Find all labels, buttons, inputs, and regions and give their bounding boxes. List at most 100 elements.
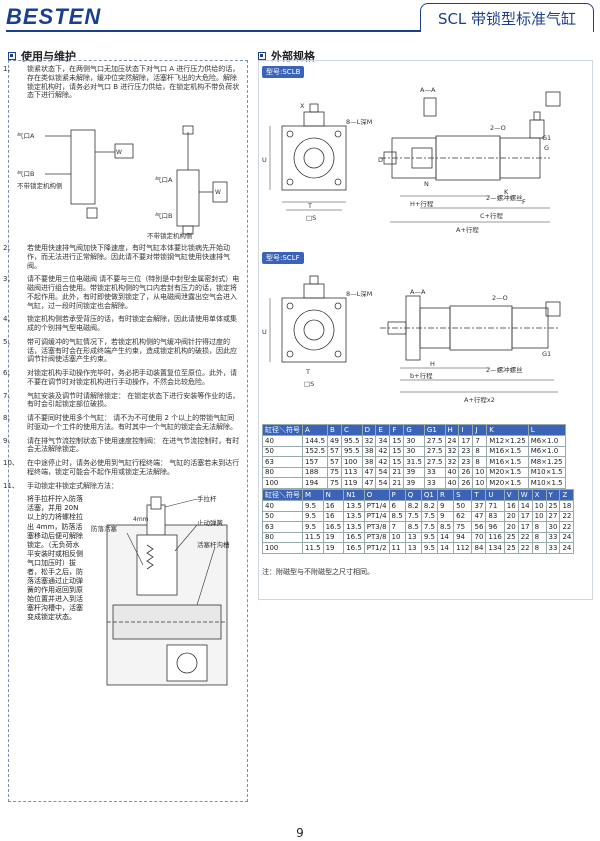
- table-cell: PT1/2: [363, 542, 390, 554]
- table-cell: 32: [444, 445, 460, 457]
- table-header-cell: Q: [404, 489, 422, 501]
- table-header-cell: L: [527, 424, 566, 436]
- table-cell: 96: [485, 521, 505, 533]
- table-cell: 7.5: [420, 510, 438, 522]
- manual-release-block: 将手拉杆拧入防落活塞，并用 20N 以上的力将螺栓拉出 4mm，防落活塞移动后便…: [15, 495, 241, 695]
- brand-logo: BESTEN: [6, 4, 102, 29]
- table-header-cell: O: [363, 489, 390, 501]
- table-cell: 11: [388, 542, 406, 554]
- table-cell: 40: [262, 435, 303, 447]
- table-cell: 80: [262, 531, 303, 543]
- usage-notes-panel: 1、锁紧状态下，在两侧气口无加压状态下对气口 A 进行压力供给的话，存在类似锁紧…: [3, 60, 248, 802]
- port-a-label-2: 气口A: [155, 175, 173, 184]
- header-rule: [6, 30, 594, 32]
- table-cell: 40: [444, 466, 460, 478]
- table-cell: 13: [404, 531, 422, 543]
- table-cell: 15: [389, 445, 405, 457]
- table-header-cell: S: [453, 489, 473, 501]
- note-item: 4、锁定机构侧若承受背压的话，有时锁定会解除，因此请使用单体或集成的个别排气型电…: [3, 315, 237, 332]
- table-header-cell: P: [388, 489, 406, 501]
- table-cell: 25: [503, 531, 519, 543]
- table-cell: 8: [531, 531, 547, 543]
- table-cell: 47: [361, 477, 377, 489]
- table-cell: M8×1.25: [527, 456, 566, 468]
- table-cell: 21: [389, 466, 405, 478]
- table-cell: 30: [403, 435, 425, 447]
- table-cell: 10: [472, 466, 488, 478]
- table-cell: 24: [559, 542, 575, 554]
- handle-label: 手拉杆: [197, 495, 217, 503]
- table-cell: PT1/4: [363, 500, 390, 512]
- table-cell: 17: [458, 435, 474, 447]
- table-cell: 9: [436, 500, 455, 512]
- table-cell: 10: [531, 500, 547, 512]
- table-header-cell: G: [403, 424, 425, 436]
- dim-u-label: U: [262, 156, 267, 164]
- table-cell: 22: [517, 531, 533, 543]
- section-title: 外部规格: [271, 50, 315, 63]
- stop-spring-label: 止动弹簧: [197, 518, 224, 527]
- specs-panel: [258, 60, 593, 600]
- table-cell: 27: [545, 510, 561, 522]
- dim-g1-label: G1: [542, 134, 551, 142]
- table-cell: 9.5: [302, 521, 324, 533]
- table-cell: 42: [375, 445, 391, 457]
- aa-label-f: A—A: [410, 288, 426, 296]
- table-cell: 9.5: [302, 500, 324, 512]
- table-cell: 70: [471, 531, 487, 543]
- table-cell: 50: [262, 510, 303, 522]
- table-cell: 33: [423, 466, 446, 478]
- dim-u-label-f: U: [262, 328, 267, 336]
- table-cell: 27.5: [423, 435, 446, 447]
- table-cell: M6×1.0: [527, 445, 566, 457]
- table-cell: 8: [472, 456, 488, 468]
- table-cell: 54: [375, 466, 391, 478]
- no-lock-label-2: 不带锁定机构侧: [147, 231, 193, 240]
- note-item: 1、锁紧状态下，在两侧气口无加压状态下对气口 A 进行压力供给的话，存在类似锁紧…: [3, 65, 240, 100]
- table-cell: 33: [545, 531, 561, 543]
- aa-label-b: A—A: [420, 86, 436, 94]
- lock-release-diagram: 气口A 气口B 不带锁定机构侧 气口A 气口B 不带锁定机构侧 W W: [17, 125, 228, 240]
- table-cell: 33: [423, 477, 446, 489]
- table-cell: 112: [453, 542, 473, 554]
- table-cell: 15: [389, 435, 405, 447]
- page-number: 9: [296, 826, 304, 840]
- dim-s-label-f: □S: [304, 380, 314, 388]
- w-label-2: W: [215, 189, 221, 196]
- table-cell: 8.5: [436, 521, 455, 533]
- table-cell: 11.5: [302, 542, 324, 554]
- dim-s-label: □S: [306, 214, 316, 222]
- manual-release-section-drawing: 手拉杆 止动弹簧 防落活塞 活塞杆沟槽 4mm: [91, 495, 230, 686]
- h-stroke-label: H+行程: [410, 199, 434, 208]
- dim-k-label: K: [504, 188, 509, 196]
- table-cell: 116: [485, 531, 505, 543]
- note-item: 9、请在排气节流控制状态下使用速度控制阀： 在进气节流控制时，有时会无法解除锁定…: [3, 436, 240, 454]
- note-item: 10、在中途停止时，请务必使用到气缸行程终端： 气缸的活塞若未到达行程终端，锁定…: [3, 459, 240, 476]
- table-cell: 38: [361, 456, 377, 468]
- table-cell: 100: [262, 477, 303, 489]
- table-cell: 38: [361, 445, 377, 457]
- note-item: 6、对锁定机构手动操作完毕时，务必把手动装置复位至原位。此外，请不要在调节时对锁…: [3, 369, 237, 386]
- table-cell: 75: [453, 521, 473, 533]
- table-cell: 16.5: [322, 521, 345, 533]
- dim-g1-label-f: G1: [542, 350, 551, 358]
- table-cell: PT3/8: [363, 521, 390, 533]
- note-item: 3、请不要使用三位电磁阀 请不要与三位（特别是中封型金属密封式）电磁阀进行组合使…: [3, 275, 240, 310]
- table-cell: 47: [361, 466, 377, 478]
- table-cell: 113: [340, 466, 363, 478]
- dim-g-label: G: [544, 144, 549, 152]
- table-cell: 42: [375, 456, 391, 468]
- table-cell: 84: [471, 542, 487, 554]
- table-cell: 16: [322, 510, 345, 522]
- table-header-cell: U: [485, 489, 505, 501]
- table-cell: 152.5: [301, 445, 329, 457]
- table-cell: 24: [559, 531, 575, 543]
- bullet-square-icon: [8, 52, 16, 60]
- table-cell: 63: [262, 521, 303, 533]
- table-header-cell: J: [472, 424, 488, 436]
- cylinder-drawings: 8—L深M A—A 2—O 2—螺冲螺丝 H+行程 C+行程 A+行程 8—L深…: [262, 86, 561, 404]
